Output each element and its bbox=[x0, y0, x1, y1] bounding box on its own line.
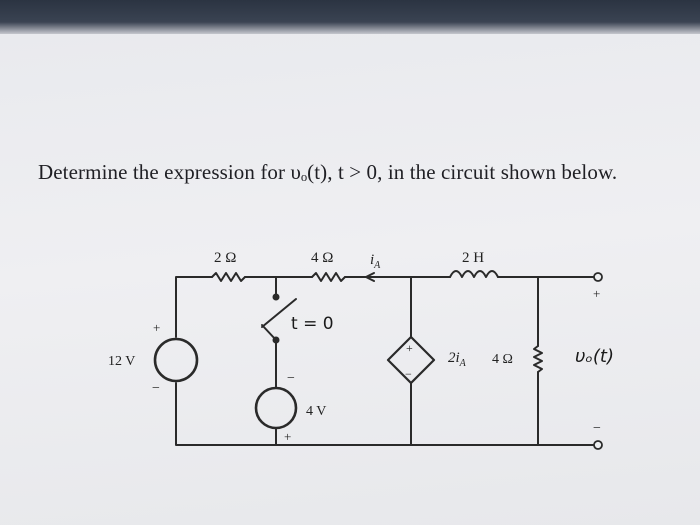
node-switch-top bbox=[272, 293, 280, 301]
label-4ohm-right: 4 Ω bbox=[492, 352, 513, 367]
label-4v: 4 V bbox=[306, 404, 326, 419]
label-2h: 2 H bbox=[462, 250, 484, 266]
current-arrow bbox=[365, 272, 375, 282]
dependent-voltage-source bbox=[386, 335, 436, 385]
label-2ia-main: 2i bbox=[448, 350, 460, 366]
label-12v-plus: + bbox=[153, 320, 160, 335]
voltage-source-12v bbox=[153, 337, 199, 383]
output-terminal-top bbox=[593, 272, 603, 282]
label-4ohm-top: 4 Ω bbox=[311, 250, 333, 266]
output-terminal-bottom bbox=[593, 440, 603, 450]
label-2ia: 2iA bbox=[448, 350, 467, 369]
label-dep-minus: − bbox=[405, 367, 412, 381]
label-12v-minus: − bbox=[152, 381, 160, 396]
paper-sheet bbox=[0, 34, 700, 525]
resistor-2ohm bbox=[211, 272, 246, 282]
resistor-4ohm bbox=[311, 272, 346, 282]
label-4v-plus: + bbox=[284, 429, 291, 444]
label-switch-time: t = 0 bbox=[291, 314, 334, 334]
label-dep-plus: + bbox=[406, 341, 413, 355]
label-4v-minus: − bbox=[287, 371, 295, 386]
label-out-minus: − bbox=[593, 421, 601, 436]
voltage-source-4v bbox=[254, 386, 298, 430]
label-ia-main: i bbox=[370, 252, 374, 268]
resistor-4ohm-vertical bbox=[533, 345, 543, 373]
node-switch-bottom bbox=[272, 336, 280, 344]
label-12v: 12 V bbox=[108, 354, 135, 369]
wire-top-left bbox=[175, 276, 213, 338]
label-ia: iA bbox=[370, 252, 381, 271]
label-2ohm: 2 Ω bbox=[214, 250, 236, 266]
label-2ia-sub: A bbox=[459, 358, 467, 369]
label-out-plus: + bbox=[593, 286, 600, 301]
label-output-voltage: υₒ(t) bbox=[575, 346, 614, 367]
question-text: Determine the expression for υₒ(t), t > … bbox=[38, 160, 618, 184]
label-ia-sub: A bbox=[373, 260, 381, 271]
wire-bottom bbox=[175, 382, 595, 446]
inductor-2h bbox=[449, 270, 499, 278]
